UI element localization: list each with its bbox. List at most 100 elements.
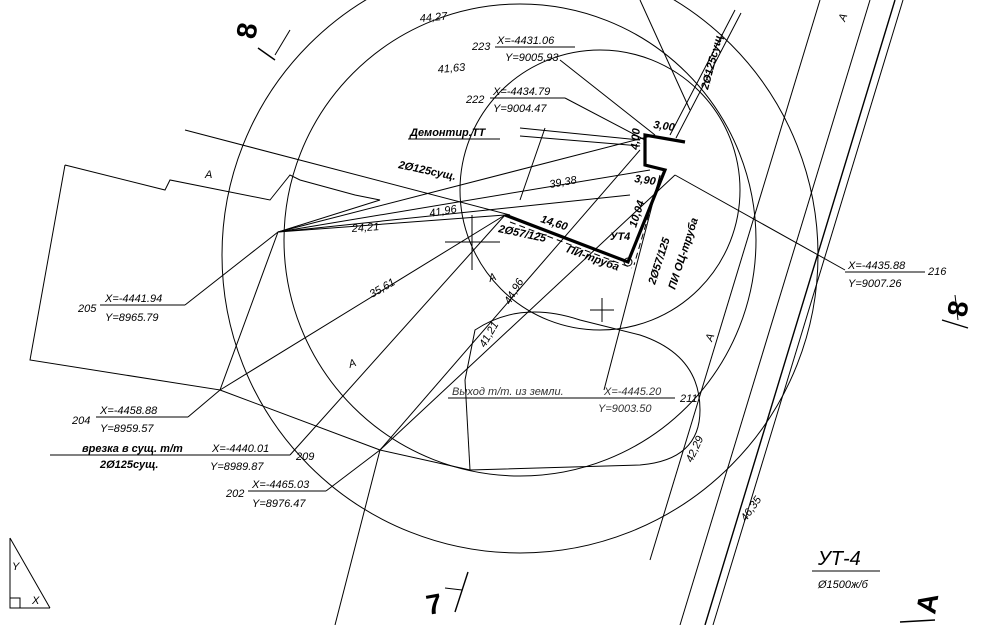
point-202-leader xyxy=(325,449,381,492)
point-222-x: X=-4434.79 xyxy=(492,86,550,98)
label-existing-pipe-top: 2Ø125сущ. xyxy=(699,31,726,92)
dim-35-61: 35,61 xyxy=(368,276,398,300)
ray-204-209 xyxy=(219,214,506,391)
dim-24-21: 24,21 xyxy=(350,221,379,235)
point-223-y: Y=9005.93 xyxy=(505,52,559,64)
existing-pipe-top xyxy=(669,9,736,136)
zone-letter-1: А xyxy=(204,169,212,181)
ray-top-223 xyxy=(559,59,656,136)
demolished-pipe xyxy=(519,127,641,141)
point-209-number: 209 xyxy=(295,451,314,463)
label-ut4-small: УТ4 xyxy=(610,231,630,243)
ray-205-223 xyxy=(277,134,656,233)
ray-202-216 xyxy=(379,174,676,451)
radius-circle-middle xyxy=(283,3,757,477)
svg-text:8: 8 xyxy=(230,20,263,41)
point-209-pipe: 2Ø125сущ. xyxy=(99,459,158,471)
pipe-branch-dashed-2 xyxy=(633,175,661,266)
zone-letter-2: А xyxy=(486,271,498,285)
ray-205-222 xyxy=(277,169,651,233)
point-211-number: 211 xyxy=(679,393,698,405)
title-ut4: УТ-4 xyxy=(817,548,861,570)
point-216-number: 216 xyxy=(927,266,947,278)
section-mark-8-top: 8 xyxy=(230,20,291,61)
svg-text:X: X xyxy=(31,595,40,607)
ray-202-ut4 xyxy=(379,149,641,451)
point-209-x: X=-4440.01 xyxy=(211,443,269,455)
svg-text:7: 7 xyxy=(424,588,445,621)
road-edge-2 xyxy=(704,0,896,625)
ut4-chamber-marker xyxy=(623,257,633,267)
point-211-label: Выход т/т. из земли. xyxy=(452,386,564,398)
dim-44-96: 44,96 xyxy=(502,276,527,307)
radius-circle-large xyxy=(221,0,819,554)
point-222-number: 222 xyxy=(465,94,484,106)
cross-marker-2 xyxy=(445,215,500,270)
demolished-pipe-2 xyxy=(519,135,641,147)
ucs-icon: Y X xyxy=(9,537,51,609)
point-205-leader xyxy=(184,231,279,306)
point-223-x: X=-4431.06 xyxy=(496,35,555,47)
radius-circle-small xyxy=(459,49,741,331)
point-204-y: Y=8959.57 xyxy=(100,423,154,435)
dim-39-38: 39,38 xyxy=(548,174,578,191)
point-223-number: 223 xyxy=(471,41,491,53)
building-lower-rounded xyxy=(464,311,701,471)
point-202-number: 202 xyxy=(225,488,244,500)
label-demolish: Демонтир.ТТ xyxy=(409,127,487,139)
road-edge-3 xyxy=(712,0,904,625)
road-edge-4 xyxy=(649,0,821,561)
existing-pipe-top-2 xyxy=(675,12,742,139)
dim-41-96: 41,96 xyxy=(428,203,458,220)
ray-205-209 xyxy=(277,214,506,233)
point-204-x: X=-4458.88 xyxy=(99,405,158,417)
point-205-x: X=-4441.94 xyxy=(104,293,162,305)
dim-3-00: 3,00 xyxy=(653,119,677,134)
existing-pipe-diag xyxy=(519,127,546,201)
boundary-line-1 xyxy=(184,129,511,216)
dim-44-27: 44,27 xyxy=(419,11,448,25)
svg-text:8: 8 xyxy=(941,298,974,319)
svg-text:А: А xyxy=(910,591,944,616)
section-mark-7: 7 xyxy=(424,571,469,621)
boundary-line-3 xyxy=(334,449,381,625)
point-202-x: X=-4465.03 xyxy=(251,479,310,491)
main-pipe-route xyxy=(504,133,686,265)
section-mark-a: А xyxy=(899,591,944,623)
ray-211 xyxy=(603,174,661,391)
point-209-leader xyxy=(289,214,506,456)
building-left xyxy=(29,164,381,391)
svg-text:Y: Y xyxy=(12,561,20,573)
pipe-branch-dashed xyxy=(509,221,633,269)
point-222-y: Y=9004.47 xyxy=(493,103,547,115)
zone-letter-5: А xyxy=(836,12,850,24)
point-211-y: Y=9003.50 xyxy=(598,403,652,415)
boundary-line-2 xyxy=(219,389,381,451)
point-205-y: Y=8965.79 xyxy=(105,312,159,324)
label-existing-pipe: 2Ø125сущ. xyxy=(396,159,457,183)
dim-46-35: 46,35 xyxy=(739,494,765,524)
point-204-leader xyxy=(187,389,221,418)
boundary-line-4 xyxy=(379,449,471,471)
point-216-x: X=-4435.88 xyxy=(847,260,906,272)
zone-letter-3: А xyxy=(346,357,358,371)
ray-216-lead xyxy=(674,174,846,271)
road-edge-1 xyxy=(679,0,871,625)
point-209-y: Y=8989.87 xyxy=(210,461,264,473)
dim-41-63: 41,63 xyxy=(437,62,466,76)
point-211-x: X=-4445.20 xyxy=(603,386,662,398)
boundary-line-5 xyxy=(464,379,471,471)
point-202-y: Y=8976.47 xyxy=(252,498,306,510)
point-209-label: врезка в сущ. т/т xyxy=(82,443,183,455)
point-205-number: 205 xyxy=(77,303,97,315)
dim-4-00: 4,00 xyxy=(629,127,643,151)
point-216-y: Y=9007.26 xyxy=(848,278,902,290)
section-mark-8-right: 8 xyxy=(941,294,975,329)
border-line-top xyxy=(639,0,691,111)
cross-marker-1 xyxy=(590,298,614,322)
zone-letter-4: А xyxy=(703,332,717,344)
ray-205-ut4 xyxy=(277,194,631,233)
dim-3-90: 3,90 xyxy=(634,173,658,188)
dim-41-21: 41,21 xyxy=(477,320,501,350)
